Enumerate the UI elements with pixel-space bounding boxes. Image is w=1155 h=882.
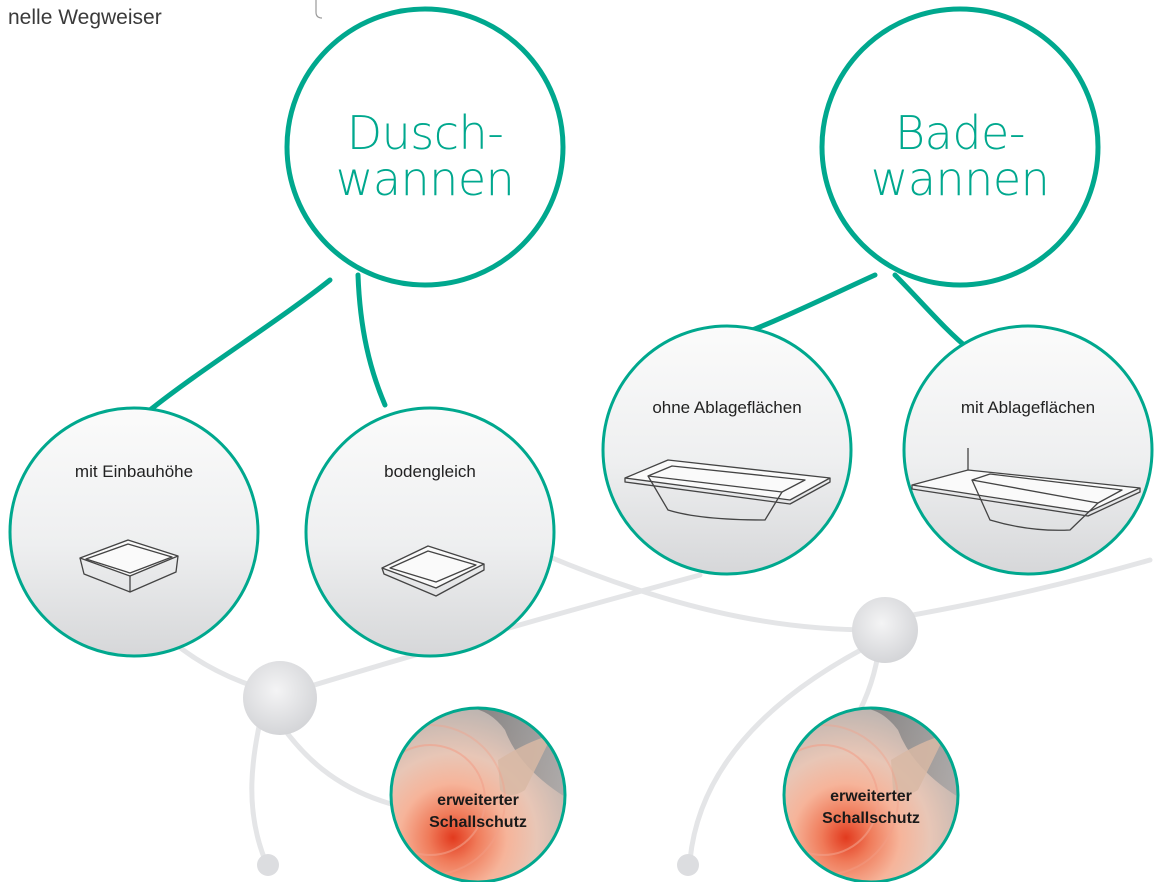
bodengleich-label: bodengleich — [384, 462, 476, 481]
end-dot — [677, 854, 699, 876]
schallschutz-label[interactable]: erweiterter Schallschutz — [796, 786, 946, 830]
bade-label[interactable]: Bade- wannen — [840, 110, 1080, 202]
dusch-label-line2: wannen — [335, 152, 515, 206]
schallschutz-line1: erweiterter — [437, 792, 519, 809]
shower-tray-icon — [79, 539, 179, 593]
bathtub-icon — [911, 448, 1141, 531]
junction-dot — [852, 597, 918, 663]
ohne-ablage-label: ohne Ablageflächen — [652, 398, 802, 417]
schallschutz-label[interactable]: erweiterter Schallschutz — [403, 790, 553, 834]
dusch-label-line1: Dusch- — [346, 106, 504, 160]
ear-circle-border — [389, 706, 567, 882]
bade-circle[interactable] — [819, 6, 1101, 288]
shower-tray-icon — [381, 545, 485, 597]
node-ohne-ablage[interactable] — [601, 324, 853, 576]
schallschutz-line1: erweiterter — [830, 788, 912, 805]
node-mit-ablage[interactable] — [902, 324, 1154, 576]
ear-circle-border — [782, 706, 960, 882]
bade-label-line2: wannen — [870, 152, 1050, 206]
schallschutz-line2: Schallschutz — [822, 810, 920, 827]
node-einbau[interactable] — [8, 406, 260, 658]
pin-icon — [315, 0, 323, 19]
teal-connectors — [147, 272, 973, 413]
page-heading: nelle Wegweiser — [8, 6, 162, 29]
einbau-label: mit Einbauhöhe — [74, 462, 194, 481]
schallschutz-line2: Schallschutz — [429, 814, 527, 831]
bade-label-line1: Bade- — [895, 106, 1025, 160]
dusch-label[interactable]: Dusch- wannen — [305, 110, 545, 202]
bathtub-icon — [624, 459, 831, 521]
junction-dot — [243, 661, 317, 735]
mit-ablage-label: mit Ablageflächen — [960, 398, 1096, 417]
end-dot — [257, 854, 279, 876]
dusch-circle[interactable] — [284, 6, 566, 288]
node-bodengleich[interactable] — [304, 406, 556, 658]
